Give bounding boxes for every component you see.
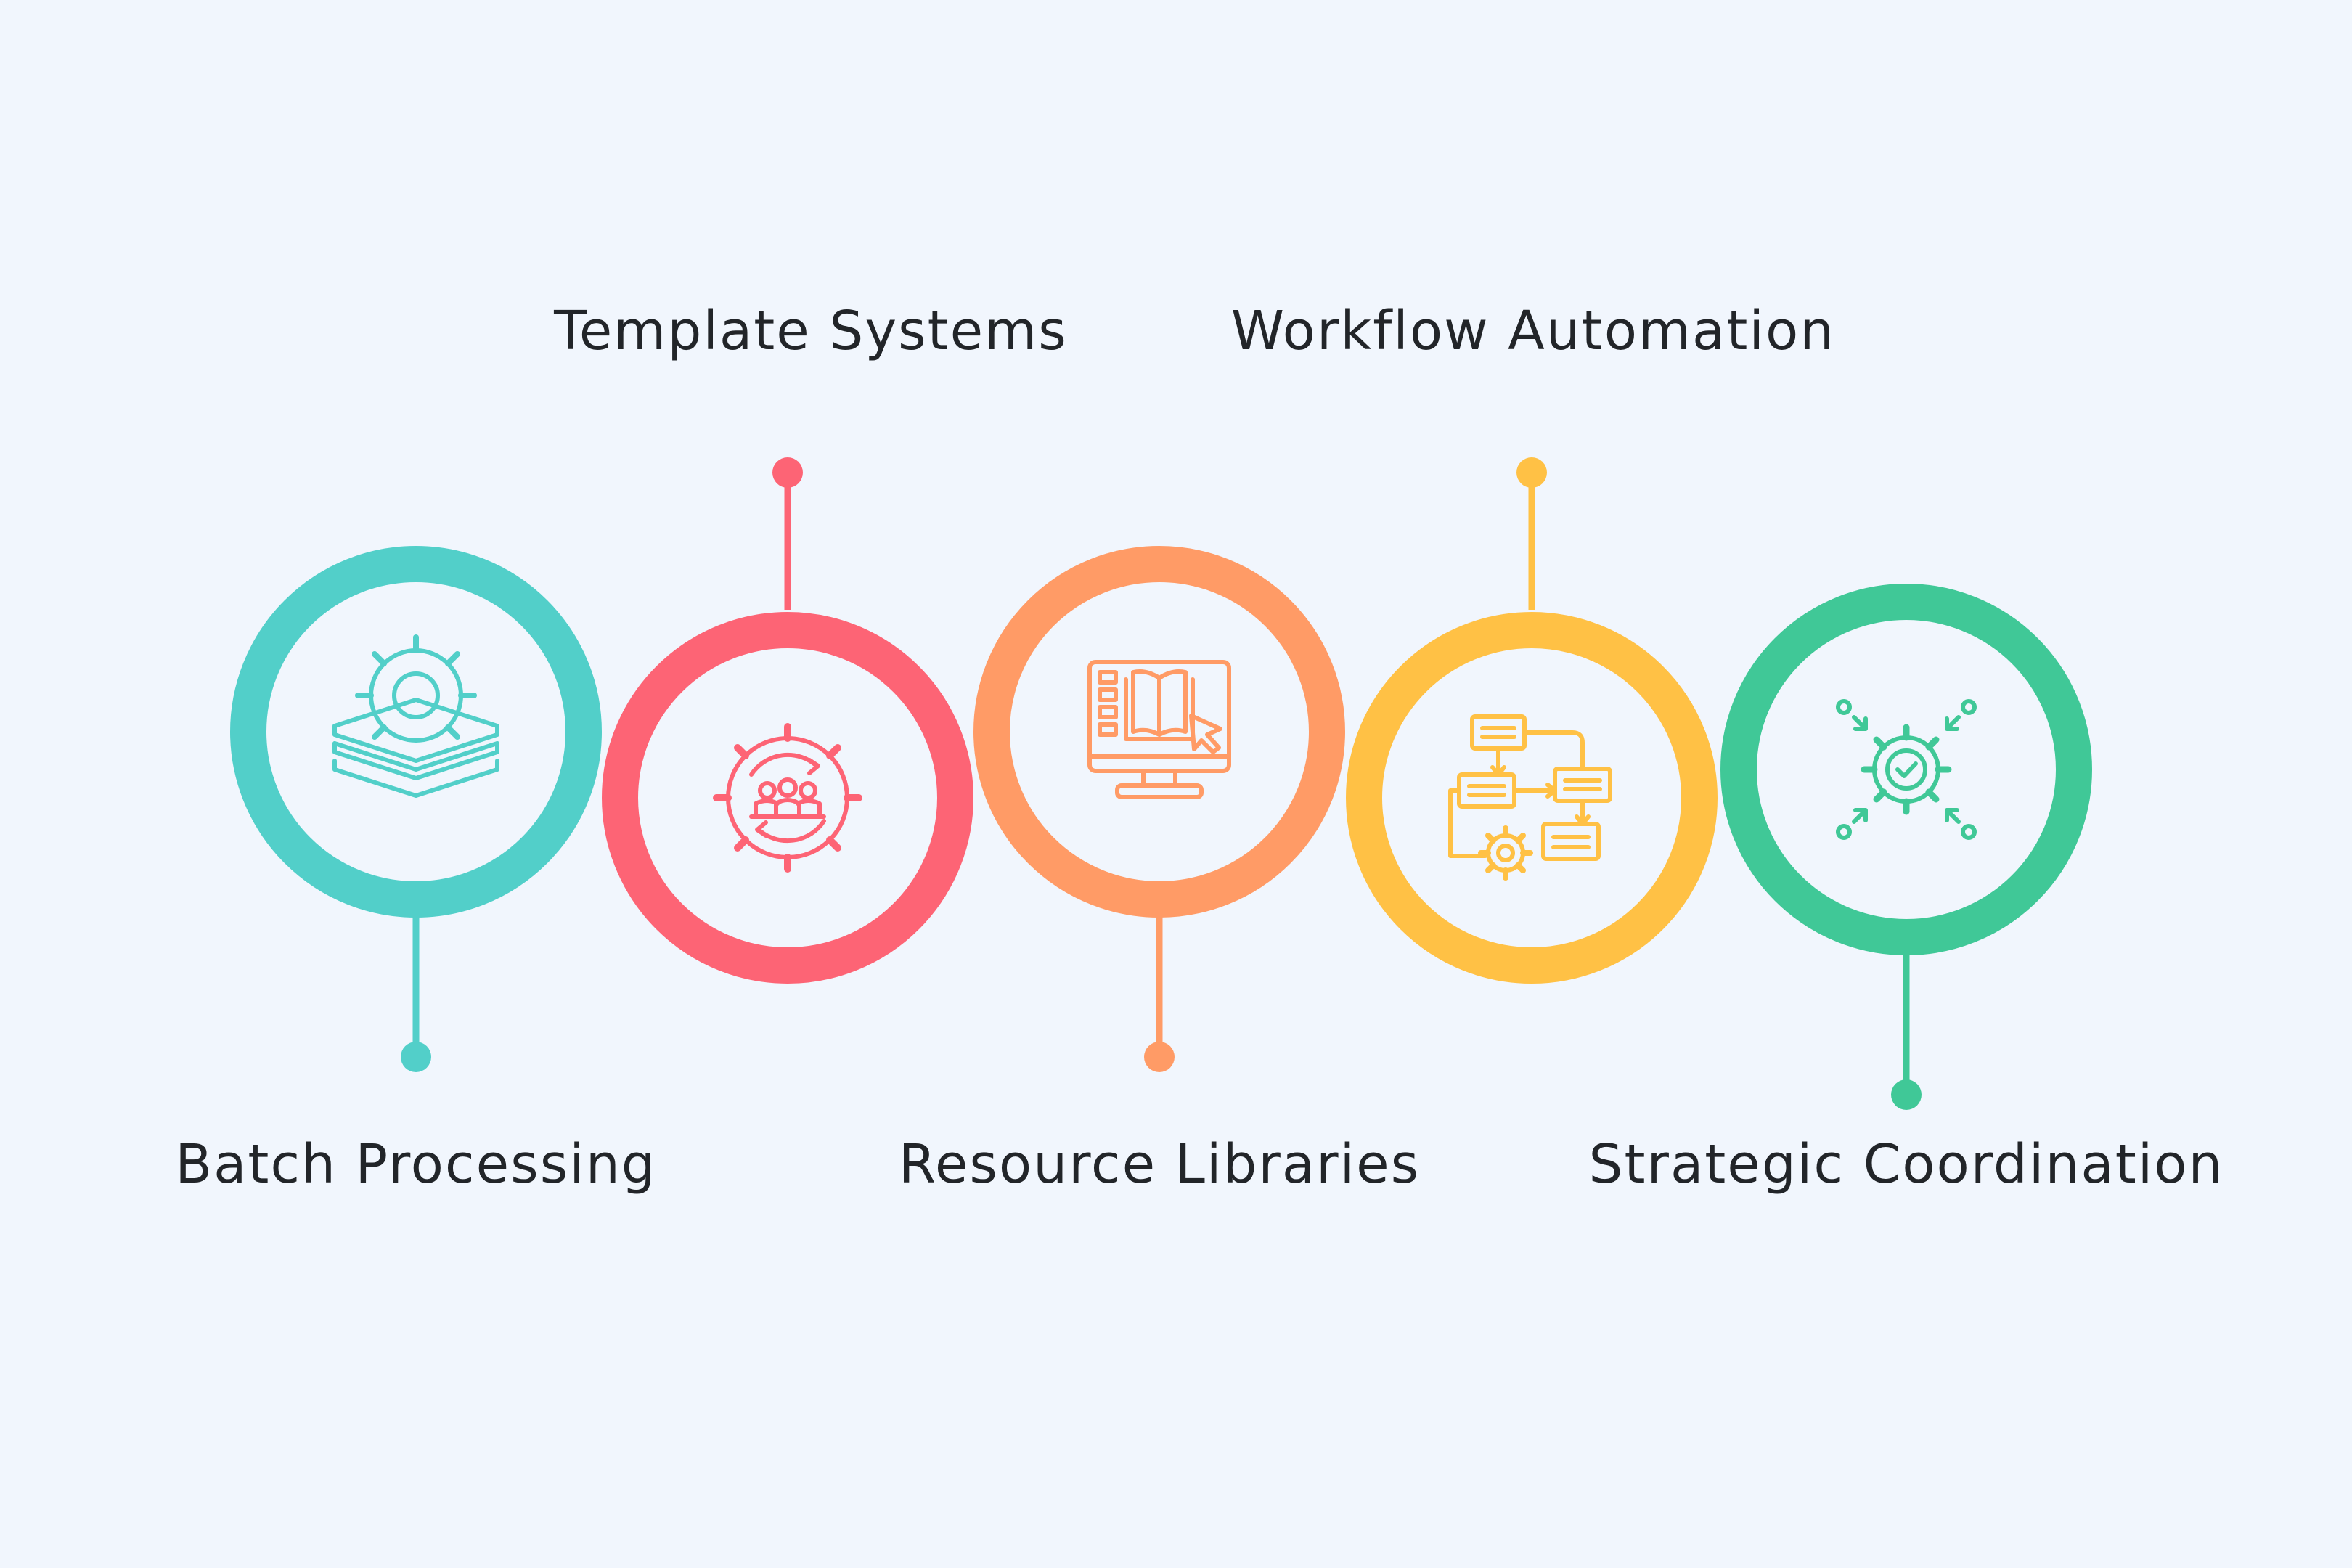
layers-gear-icon	[332, 634, 499, 798]
gear-check-arrows-icon	[1836, 699, 1977, 840]
step-5-connector-dot	[1891, 1079, 1922, 1110]
step-4	[1346, 457, 1718, 984]
step-1-ring	[230, 546, 602, 918]
monitor-book-icon	[1087, 660, 1231, 799]
step-5-ring	[1720, 584, 2092, 955]
step-1-label: Batch Processing	[175, 1133, 657, 1196]
step-3-connector-dot	[1144, 1042, 1175, 1072]
step-3	[973, 546, 1345, 1072]
step-3-label: Resource Libraries	[898, 1133, 1421, 1196]
step-2	[602, 457, 973, 984]
step-4-connector-dot	[1516, 457, 1547, 488]
flowchart-gear-icon	[1448, 714, 1612, 881]
step-4-label: Workflow Automation	[1230, 300, 1836, 362]
step-5	[1720, 584, 2092, 1110]
step-5-label: Strategic Coordination	[1588, 1133, 2224, 1196]
step-2-label: Template Systems	[554, 300, 1068, 362]
step-1-connector-dot	[401, 1042, 431, 1072]
step-2-connector-dot	[772, 457, 803, 488]
step-1	[230, 546, 602, 1072]
team-gear-cycle-icon	[713, 723, 862, 873]
step-4-ring	[1346, 612, 1718, 984]
